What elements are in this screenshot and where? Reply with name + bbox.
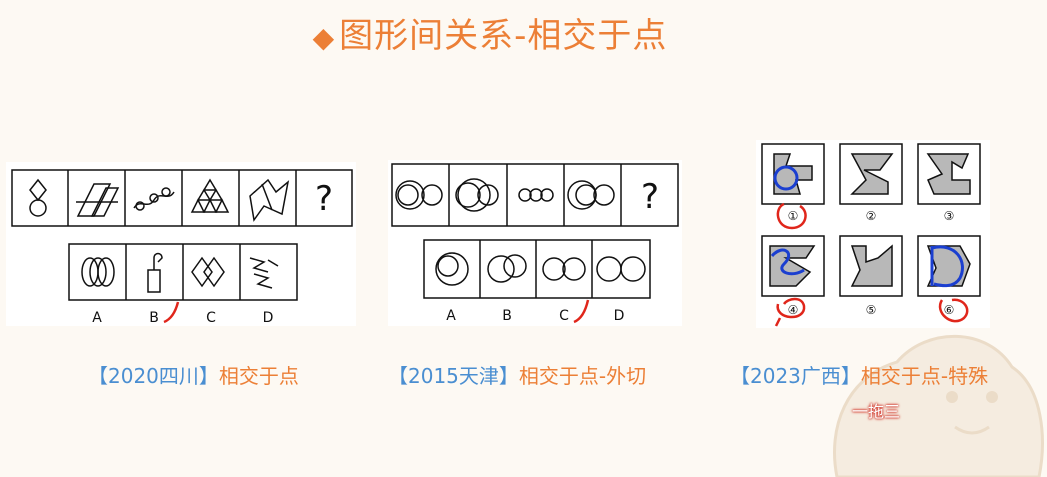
puzzle-2-figure: ? A B C D — [391, 163, 679, 324]
blue-circle-mark-1 — [773, 165, 799, 191]
caption-3-label: 相交于点-特殊 — [860, 364, 989, 388]
blue-d-mark-6 — [930, 245, 964, 288]
caption-1-year: 【2020四川】 — [88, 364, 219, 388]
caption-3: 【2023广西】相交于点-特殊 — [730, 360, 988, 389]
figure-number-5: ⑤ — [866, 303, 877, 317]
caption-1-label: 相交于点 — [218, 364, 299, 388]
caption-2-year: 【2015天津】 — [388, 364, 519, 388]
puzzle-1-figure: ? A B C D — [11, 169, 353, 326]
figure-number-4: ④ — [788, 303, 799, 317]
figure-number-1: ① — [788, 209, 799, 223]
option-label-b: B — [502, 308, 512, 324]
figure-number-2: ② — [866, 209, 877, 223]
puzzle-panel-2: ? A B C D — [388, 160, 682, 326]
caption-2-label: 相交于点-外切 — [518, 364, 647, 388]
blue-curve-mark-4 — [770, 248, 805, 276]
figure-number-3: ③ — [944, 209, 955, 223]
slide-title-text: 图形间关系-相交于点 — [339, 16, 668, 56]
option-label-c: C — [206, 310, 216, 326]
option-label-c: C — [559, 308, 569, 324]
slide-title: ◆图形间关系-相交于点 — [0, 8, 980, 57]
handwritten-note: 一拖三 — [852, 402, 901, 421]
puzzle-panel-3: ① ② ③ ④ ⑤ ⑥ — [756, 140, 990, 328]
option-label-b: B — [149, 310, 159, 326]
question-mark: ? — [641, 177, 659, 217]
option-label-a: A — [446, 308, 456, 324]
answer-check-mark — [573, 299, 590, 324]
question-mark: ? — [315, 179, 333, 219]
red-circle-mark-6 — [938, 298, 969, 323]
red-circle-mark-1 — [776, 202, 807, 230]
puzzle-panel-1: ? A B C D — [6, 162, 356, 326]
option-label-a: A — [92, 310, 102, 326]
answer-check-mark — [163, 301, 180, 324]
diamond-bullet-icon: ◆ — [312, 21, 336, 54]
figure-number-6: ⑥ — [944, 303, 955, 317]
mascot-watermark — [833, 334, 1044, 477]
red-circle-mark-4 — [774, 297, 806, 327]
caption-1: 【2020四川】相交于点 — [88, 360, 299, 389]
option-label-d: D — [614, 308, 625, 324]
caption-2: 【2015天津】相交于点-外切 — [388, 360, 646, 389]
caption-3-year: 【2023广西】 — [730, 364, 861, 388]
puzzle-3-figure: ① ② ③ ④ ⑤ ⑥ — [761, 143, 981, 327]
option-label-d: D — [263, 310, 274, 326]
